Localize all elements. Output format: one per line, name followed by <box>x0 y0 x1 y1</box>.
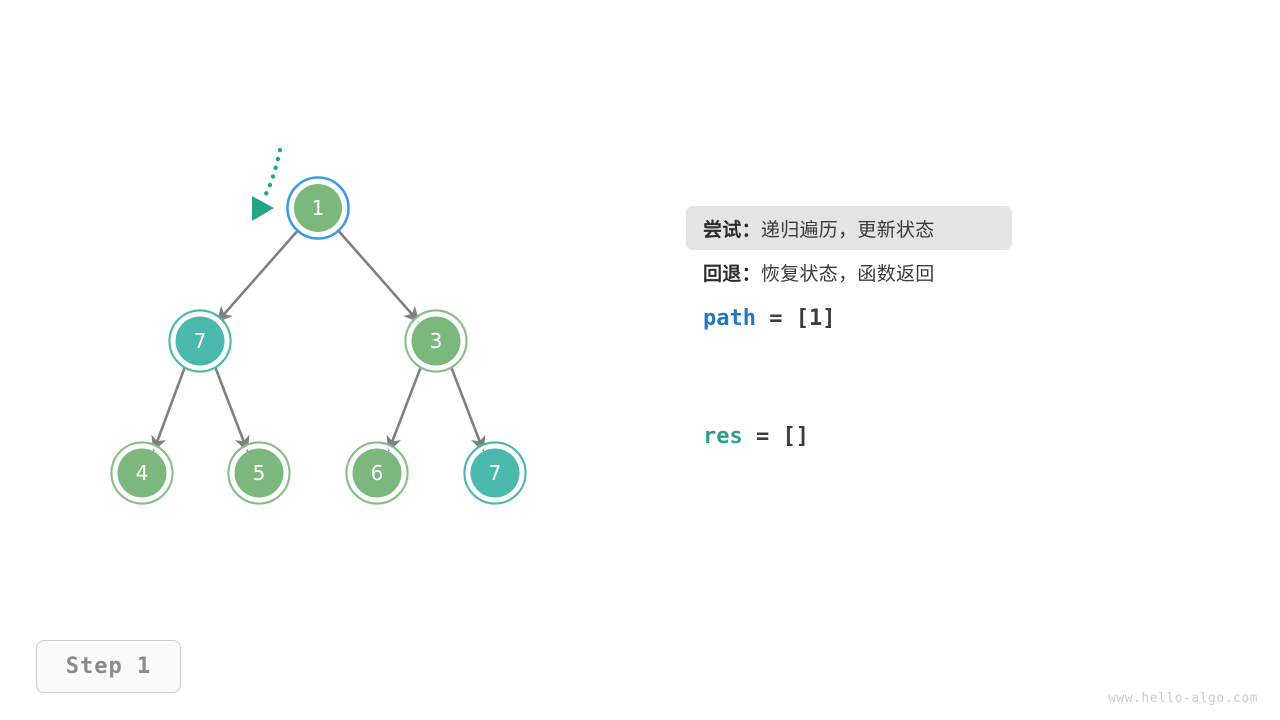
node-label: 6 <box>371 461 384 485</box>
variable-path-row: path = [1] <box>686 306 1246 346</box>
binary-tree-diagram: 1 7 3 4 <box>110 147 527 505</box>
phase-try-label: 尝试： <box>703 219 761 241</box>
variable-res-name: res <box>703 424 743 449</box>
phase-backtrack-text: 恢复状态，函数返回 <box>760 263 935 285</box>
phase-backtrack-row: 回退：恢复状态，函数返回 <box>686 250 1012 294</box>
tree-edge <box>151 363 188 452</box>
watermark: www.hello-algo.com <box>1108 691 1258 706</box>
tree-node-4[interactable]: 4 <box>110 441 174 505</box>
tree-node-7-right[interactable]: 7 <box>463 441 527 505</box>
tree-edge <box>448 363 486 452</box>
phase-backtrack-label: 回退： <box>703 263 761 285</box>
tree-edge <box>386 363 424 452</box>
step-badge: Step 1 <box>36 640 181 693</box>
tree-edge <box>216 227 301 323</box>
variable-path-value: = [1] <box>755 306 836 331</box>
dotted-arrow-pointer <box>252 147 283 221</box>
variable-res-row: res = [] <box>686 424 1246 464</box>
panel-spacer <box>686 346 1246 424</box>
node-label: 1 <box>312 196 325 220</box>
tree-edge <box>335 227 420 323</box>
tree-node-7-left[interactable]: 7 <box>168 309 232 373</box>
tree-node-1[interactable]: 1 <box>286 176 350 240</box>
node-label: 5 <box>253 461 266 485</box>
node-label: 7 <box>194 329 207 353</box>
node-label: 3 <box>430 329 443 353</box>
info-panel: 尝试：递归遍历，更新状态 回退：恢复状态，函数返回 path = [1] res… <box>686 206 1246 464</box>
tree-edge <box>212 363 250 452</box>
node-label: 7 <box>489 461 502 485</box>
phase-try-text: 递归遍历，更新状态 <box>760 219 935 241</box>
phase-try-row: 尝试：递归遍历，更新状态 <box>686 206 1012 250</box>
variable-path-name: path <box>703 306 756 331</box>
tree-nodes: 1 7 3 4 <box>110 176 527 505</box>
variable-res-value: = [] <box>742 424 809 449</box>
node-label: 4 <box>136 461 149 485</box>
tree-node-6[interactable]: 6 <box>345 441 409 505</box>
tree-node-5[interactable]: 5 <box>227 441 291 505</box>
tree-edges <box>151 227 486 452</box>
tree-node-3[interactable]: 3 <box>404 309 468 373</box>
